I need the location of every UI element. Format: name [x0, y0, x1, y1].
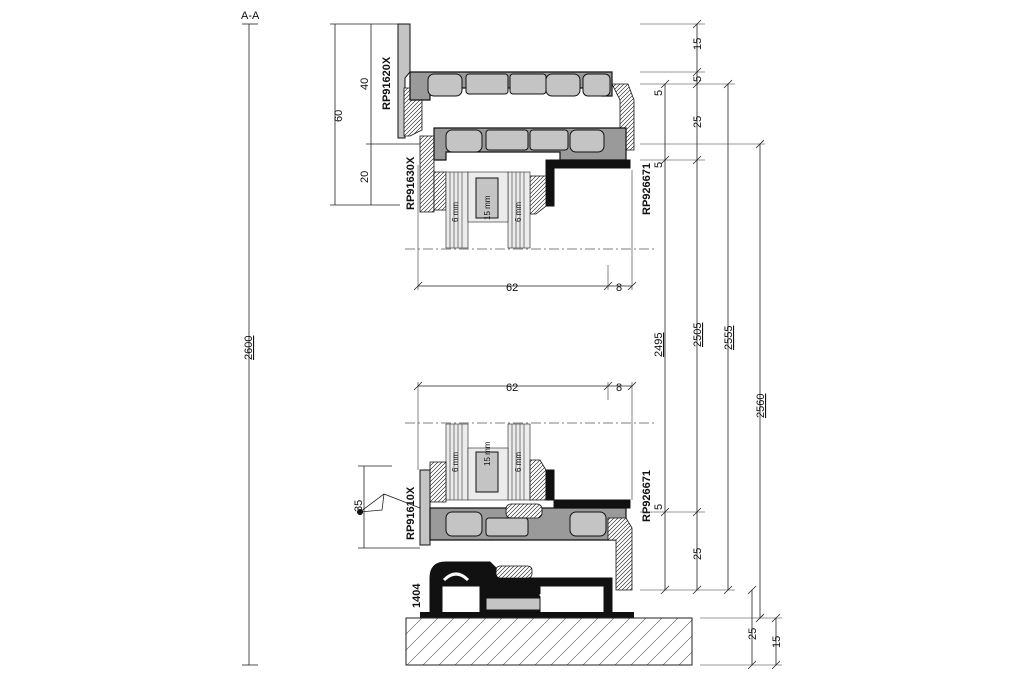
dim-2495: 2495: [653, 333, 665, 357]
floor-slab: [405, 617, 693, 666]
bottom-glass-pane-right: 6 mm: [514, 452, 523, 472]
dimension-label: 25: [692, 116, 704, 128]
dimension-label: 15: [771, 636, 783, 648]
dim-2560: 2560: [755, 394, 767, 418]
threshold-profile: 1404: [411, 561, 634, 618]
total-height-label: 2600: [243, 336, 255, 360]
dimension-label: 25: [747, 628, 759, 640]
dimension-label: 5: [653, 162, 665, 168]
total-height-dimension: 2600: [242, 23, 258, 666]
dim-2555: 2555: [723, 326, 735, 350]
bottom-width-62: 62: [506, 382, 518, 394]
right-dimension-chain: 5 5 2495 5 15 5 25 2505 25 2555 25 2560 …: [640, 19, 783, 670]
bottom-width-8: 8: [616, 382, 622, 394]
section-label: A-A: [241, 10, 260, 22]
dimension-label: 25: [692, 548, 704, 560]
dim-35: 35: [353, 500, 365, 512]
bottom-width-dimensions: 62 8: [413, 381, 637, 500]
top-width-8: 8: [616, 282, 622, 294]
top-glass-pane-right: 6 mm: [514, 202, 523, 222]
label-bottom-sash-code: RP91610X: [405, 486, 417, 540]
top-glass-unit: 6 mm 15 mm 6 mm: [445, 171, 531, 249]
dimension-label: 15: [692, 38, 704, 50]
label-top-bead-code: RP926671: [641, 163, 653, 215]
dim-20: 20: [359, 171, 371, 183]
bottom-glass-pane-left: 6 mm: [451, 452, 460, 472]
label-threshold-code: 1404: [411, 583, 423, 608]
dimension-label: 5: [653, 90, 665, 96]
top-frame-profile: [397, 23, 635, 151]
handle-detail: 35: [353, 465, 421, 549]
top-glass-spacer: 15 mm: [483, 195, 492, 220]
dim-60: 60: [333, 110, 345, 122]
dimension-label: 5: [653, 504, 665, 510]
label-top-sash-code: RP91630X: [405, 156, 417, 210]
bottom-sash-profile: [419, 459, 633, 591]
top-width-dimensions: 62 8: [413, 281, 637, 294]
top-glass-pane-left: 6 mm: [451, 202, 460, 222]
bottom-glass-spacer: 15 mm: [483, 441, 492, 466]
top-left-dimensions: 60 40 20: [330, 23, 420, 206]
top-width-62: 62: [506, 282, 518, 294]
dimension-label: 5: [692, 76, 704, 82]
dim-40: 40: [359, 78, 371, 90]
dim-2505: 2505: [692, 323, 704, 347]
label-top-frame-code: RP91620X: [381, 56, 393, 110]
bottom-glass-unit: 6 mm 15 mm 6 mm: [445, 423, 531, 501]
label-bottom-bead-code: RP926671: [641, 470, 653, 522]
